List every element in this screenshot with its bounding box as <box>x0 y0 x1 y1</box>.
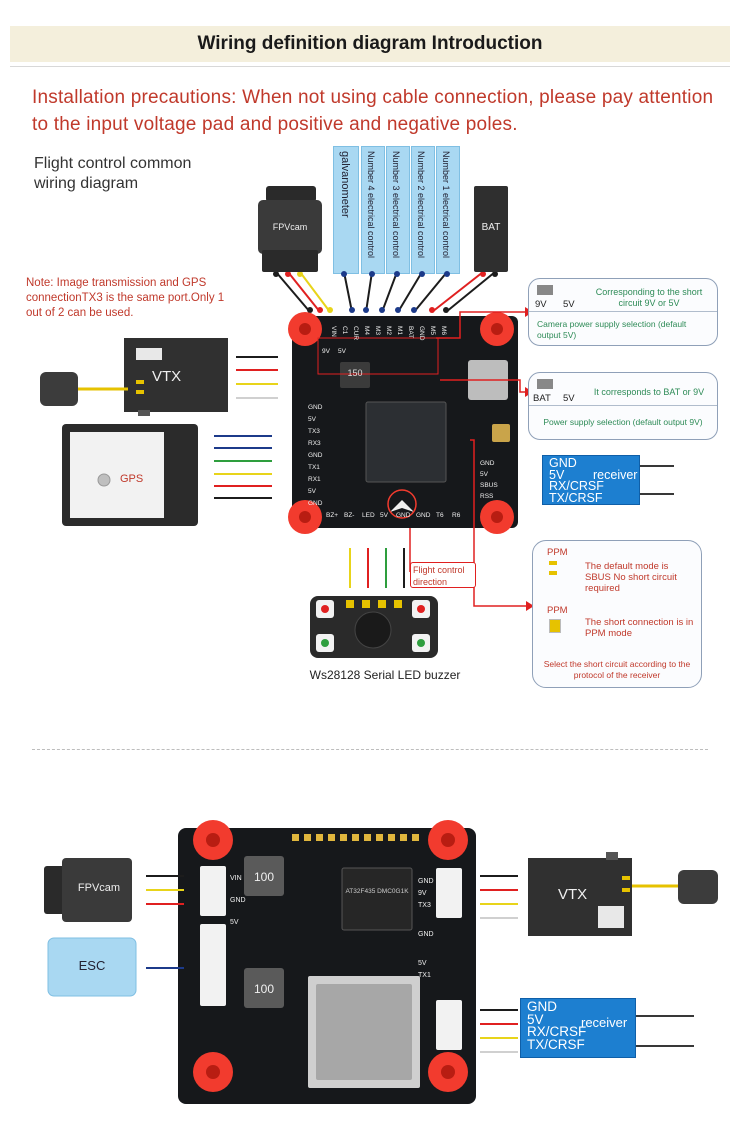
gps-wires <box>214 435 272 499</box>
led-buzzer <box>310 596 438 658</box>
flight-controller-board <box>288 312 518 534</box>
esc1-tab: Number 1 electrical control <box>436 146 460 274</box>
fpvcam-bottom <box>44 858 132 922</box>
tx3-note: Note: Image transmission and GPS connect… <box>26 277 225 319</box>
buzzer-wires <box>349 548 405 588</box>
fpvcam-label: FPVcam <box>272 222 308 232</box>
vtx-bottom <box>528 852 718 936</box>
header-bar <box>10 26 730 62</box>
fpvcam2-label: FPVcam <box>77 882 121 894</box>
bat-label: BAT <box>481 222 501 233</box>
vtx-top <box>40 338 228 416</box>
vtx-wires <box>236 356 278 399</box>
vtx2-label: VTX <box>558 886 588 903</box>
fpvcam-top <box>258 186 322 272</box>
board-top-pads: VIN C1 CUR M4 M3 M2 M1 BAT GND M5 M6 <box>330 326 447 341</box>
esc4-tab: Number 4 electrical control <box>361 146 385 274</box>
board-left-pads: GND 5V TX3 RX3 GND TX1 RX1 5V GND <box>308 404 323 507</box>
header-divider <box>10 66 730 67</box>
galvanometer-tab: galvanometer <box>333 146 359 274</box>
diagram-title: Flight control common wiring diagram <box>34 155 192 192</box>
board2-right-pads: GND 9V TX3 GND 5V TX1 <box>418 878 434 979</box>
board2-left-pads: VIN GND 5V <box>230 875 246 926</box>
mcu2-label: AT32F435 DMC0G1K <box>345 888 409 895</box>
vtx-label: VTX <box>152 368 182 385</box>
top-wire-dots <box>273 271 498 313</box>
esc3-tab: Number 3 electrical control <box>386 146 410 274</box>
board-bottom-pads: BZ+ BZ- LED 5V GND GND T6 R6 <box>326 512 461 519</box>
esc2-tab: Number 2 electrical control <box>411 146 435 274</box>
ppm-mode-box: PPM The default mode is SBUS No short ci… <box>532 540 702 688</box>
fpvcam2-wires <box>146 875 184 905</box>
inductor-label-2: 100 <box>253 982 275 996</box>
board-right-pads: GND 5V SBUS RSS <box>480 460 498 500</box>
arrow-3 <box>526 601 534 611</box>
receiver-bottom: GND 5V RX/CRSF TX/CRSF receiver <box>520 998 636 1058</box>
vtx2-wires <box>480 875 518 919</box>
buzzer-label: Ws28128 Serial LED buzzer <box>309 668 461 682</box>
esc-label: ESC <box>78 958 106 973</box>
board-mid-pads: 9V 5V <box>322 348 346 355</box>
gps-label: GPS <box>120 473 144 485</box>
camera-power-callout: 9V 5V Corresponding to the short circuit… <box>528 278 718 346</box>
esc-block <box>47 937 137 997</box>
top-wires <box>275 271 496 313</box>
battery-block <box>474 186 508 272</box>
flight-direction-label: Flight control direction <box>410 562 476 588</box>
jumper-icon <box>537 379 553 389</box>
page-title: Wiring definition diagram Introduction <box>197 33 543 54</box>
flight-controller-board-2 <box>178 820 476 1104</box>
callout-pointers <box>409 311 526 607</box>
power-chip-label: 150 <box>347 368 363 378</box>
gps-module <box>62 424 198 526</box>
receiver2-wires <box>480 1009 518 1053</box>
inductor-label-1: 100 <box>253 870 275 884</box>
installation-precaution: Installation precautions: When not using… <box>32 87 714 135</box>
jumper-icon <box>537 285 553 295</box>
section-divider <box>32 749 708 750</box>
power-supply-callout: BAT 5V It corresponds to BAT or 9V Power… <box>528 372 718 440</box>
receiver-top: GND 5V RX/CRSF TX/CRSF receiver <box>542 455 640 505</box>
board2-top-pads <box>292 834 419 841</box>
